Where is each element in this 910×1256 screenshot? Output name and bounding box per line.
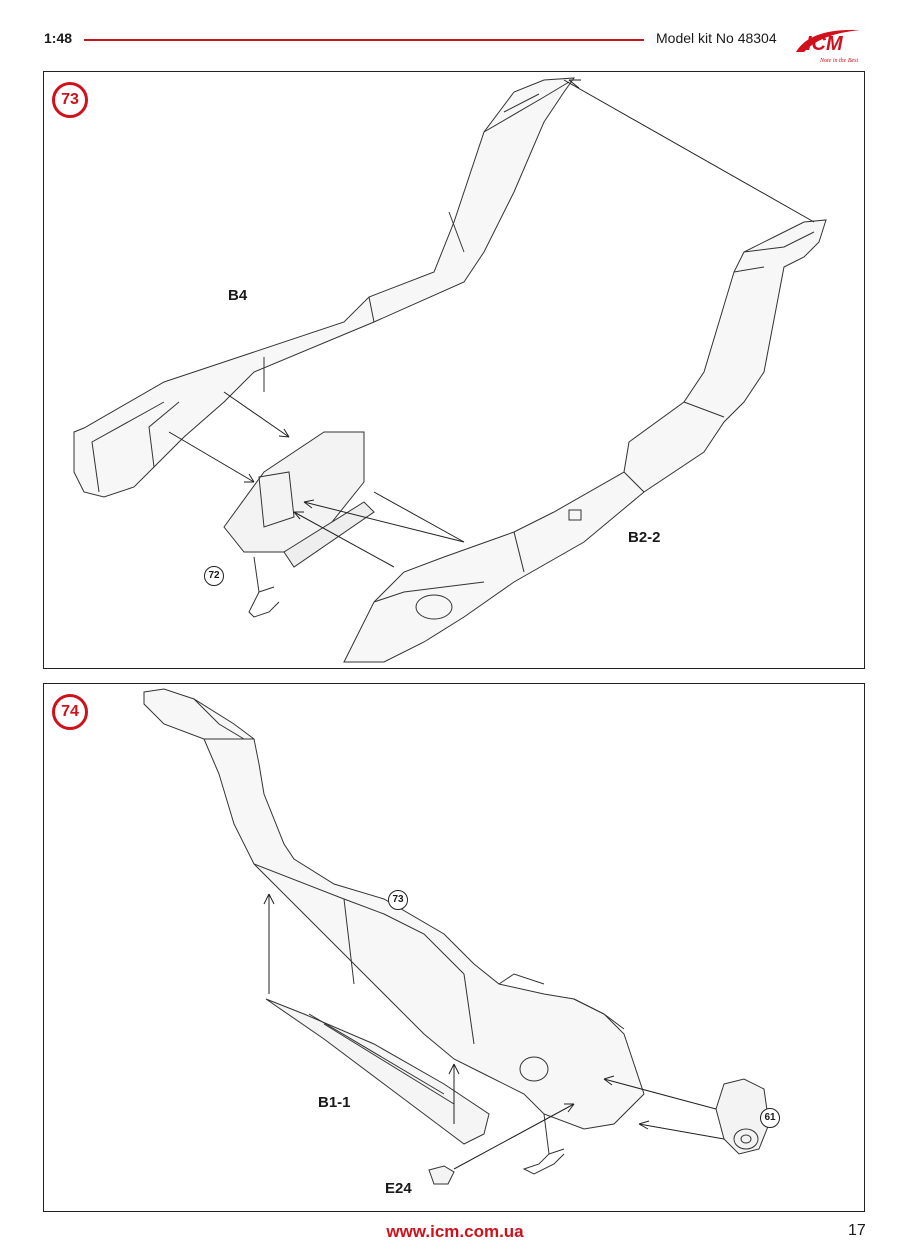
arrow-b4-to-cockpit-lower bbox=[168, 431, 255, 483]
step-74-panel: 74 bbox=[43, 683, 865, 1212]
step-74-illustration bbox=[143, 688, 770, 1185]
fuselage-half-b2-2-drawing bbox=[343, 219, 827, 663]
assembly-arrows bbox=[263, 893, 725, 1170]
step-reference-72: 72 bbox=[204, 566, 224, 586]
engine-nose-61-drawing bbox=[715, 1078, 770, 1155]
arrow-b4-to-cockpit-upper bbox=[223, 391, 290, 438]
website-url: www.icm.com.ua bbox=[386, 1222, 524, 1241]
arrow-nose-lower bbox=[638, 1123, 725, 1140]
icm-logo: ICM Note in the Best bbox=[796, 29, 860, 64]
fuselage-half-b4-drawing bbox=[73, 77, 576, 498]
brand-text: ICM bbox=[806, 33, 844, 55]
arrow-e24-to-fuselage bbox=[453, 1103, 575, 1170]
part-e24-drawing bbox=[428, 1165, 455, 1185]
step-73-panel: 73 bbox=[43, 71, 865, 669]
part-label-b4: B4 bbox=[228, 287, 248, 304]
arrow-nose-upper bbox=[603, 1078, 717, 1110]
cockpit-assembly-drawing bbox=[223, 431, 375, 618]
part-label-e24: E24 bbox=[385, 1180, 412, 1197]
step-reference-61: 61 bbox=[760, 1108, 780, 1128]
arrow-tail-to-tail bbox=[563, 79, 815, 223]
page-header: 1:48 Model kit No 48304 ICM Note in the … bbox=[0, 0, 910, 70]
part-b1-1-drawing bbox=[265, 998, 490, 1145]
assembly-arrows bbox=[168, 79, 815, 568]
step-number-badge: 73 bbox=[52, 82, 88, 118]
page-number: 17 bbox=[848, 1222, 866, 1239]
brand-tagline: Note in the Best bbox=[819, 58, 858, 64]
landing-gear-drawing bbox=[522, 1113, 565, 1175]
part-label-b2-2: B2-2 bbox=[628, 529, 661, 546]
kit-number: Model kit No 48304 bbox=[656, 30, 777, 46]
scale-label: 1:48 bbox=[44, 30, 73, 46]
step-number-badge: 74 bbox=[52, 694, 88, 730]
step-73-illustration bbox=[73, 77, 827, 663]
part-label-b1-1: B1-1 bbox=[318, 1094, 351, 1111]
arrow-cockpit-to-b2-2 bbox=[373, 491, 465, 543]
header-divider bbox=[84, 39, 644, 41]
step-reference-73: 73 bbox=[388, 890, 408, 910]
